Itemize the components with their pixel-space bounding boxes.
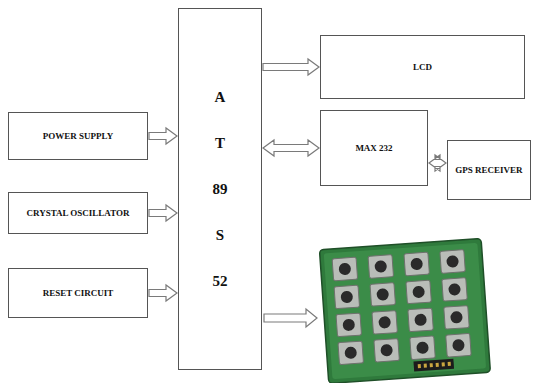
block-label: GPS RECEIVER: [455, 164, 522, 176]
block-arrow: [149, 128, 177, 144]
keypad-board: [319, 238, 490, 383]
block-arrow: [263, 59, 319, 75]
microcontroller-box: AT89S52: [178, 8, 262, 370]
block-arrow: [429, 155, 446, 171]
block-arrow: [149, 285, 177, 301]
reset-box: RESET CIRCUIT: [8, 268, 148, 318]
block-label: MAX 232: [355, 142, 392, 154]
lcd-box: LCD: [320, 35, 525, 99]
block-label: CRYSTAL OSCILLATOR: [27, 207, 130, 219]
block-arrow: [263, 140, 319, 156]
block-label: RESET CIRCUIT: [43, 287, 114, 299]
keypad-arrow: [264, 309, 317, 327]
block-label: LCD: [413, 61, 432, 73]
power-supply-box: POWER SUPPLY: [8, 112, 148, 160]
block-label: POWER SUPPLY: [43, 130, 113, 142]
gps-box: GPS RECEIVER: [447, 140, 531, 200]
max232-box: MAX 232: [320, 110, 428, 186]
oscillator-box: CRYSTAL OSCILLATOR: [8, 192, 148, 234]
block-arrow: [149, 205, 177, 221]
block-label: AT89S52: [213, 74, 228, 304]
